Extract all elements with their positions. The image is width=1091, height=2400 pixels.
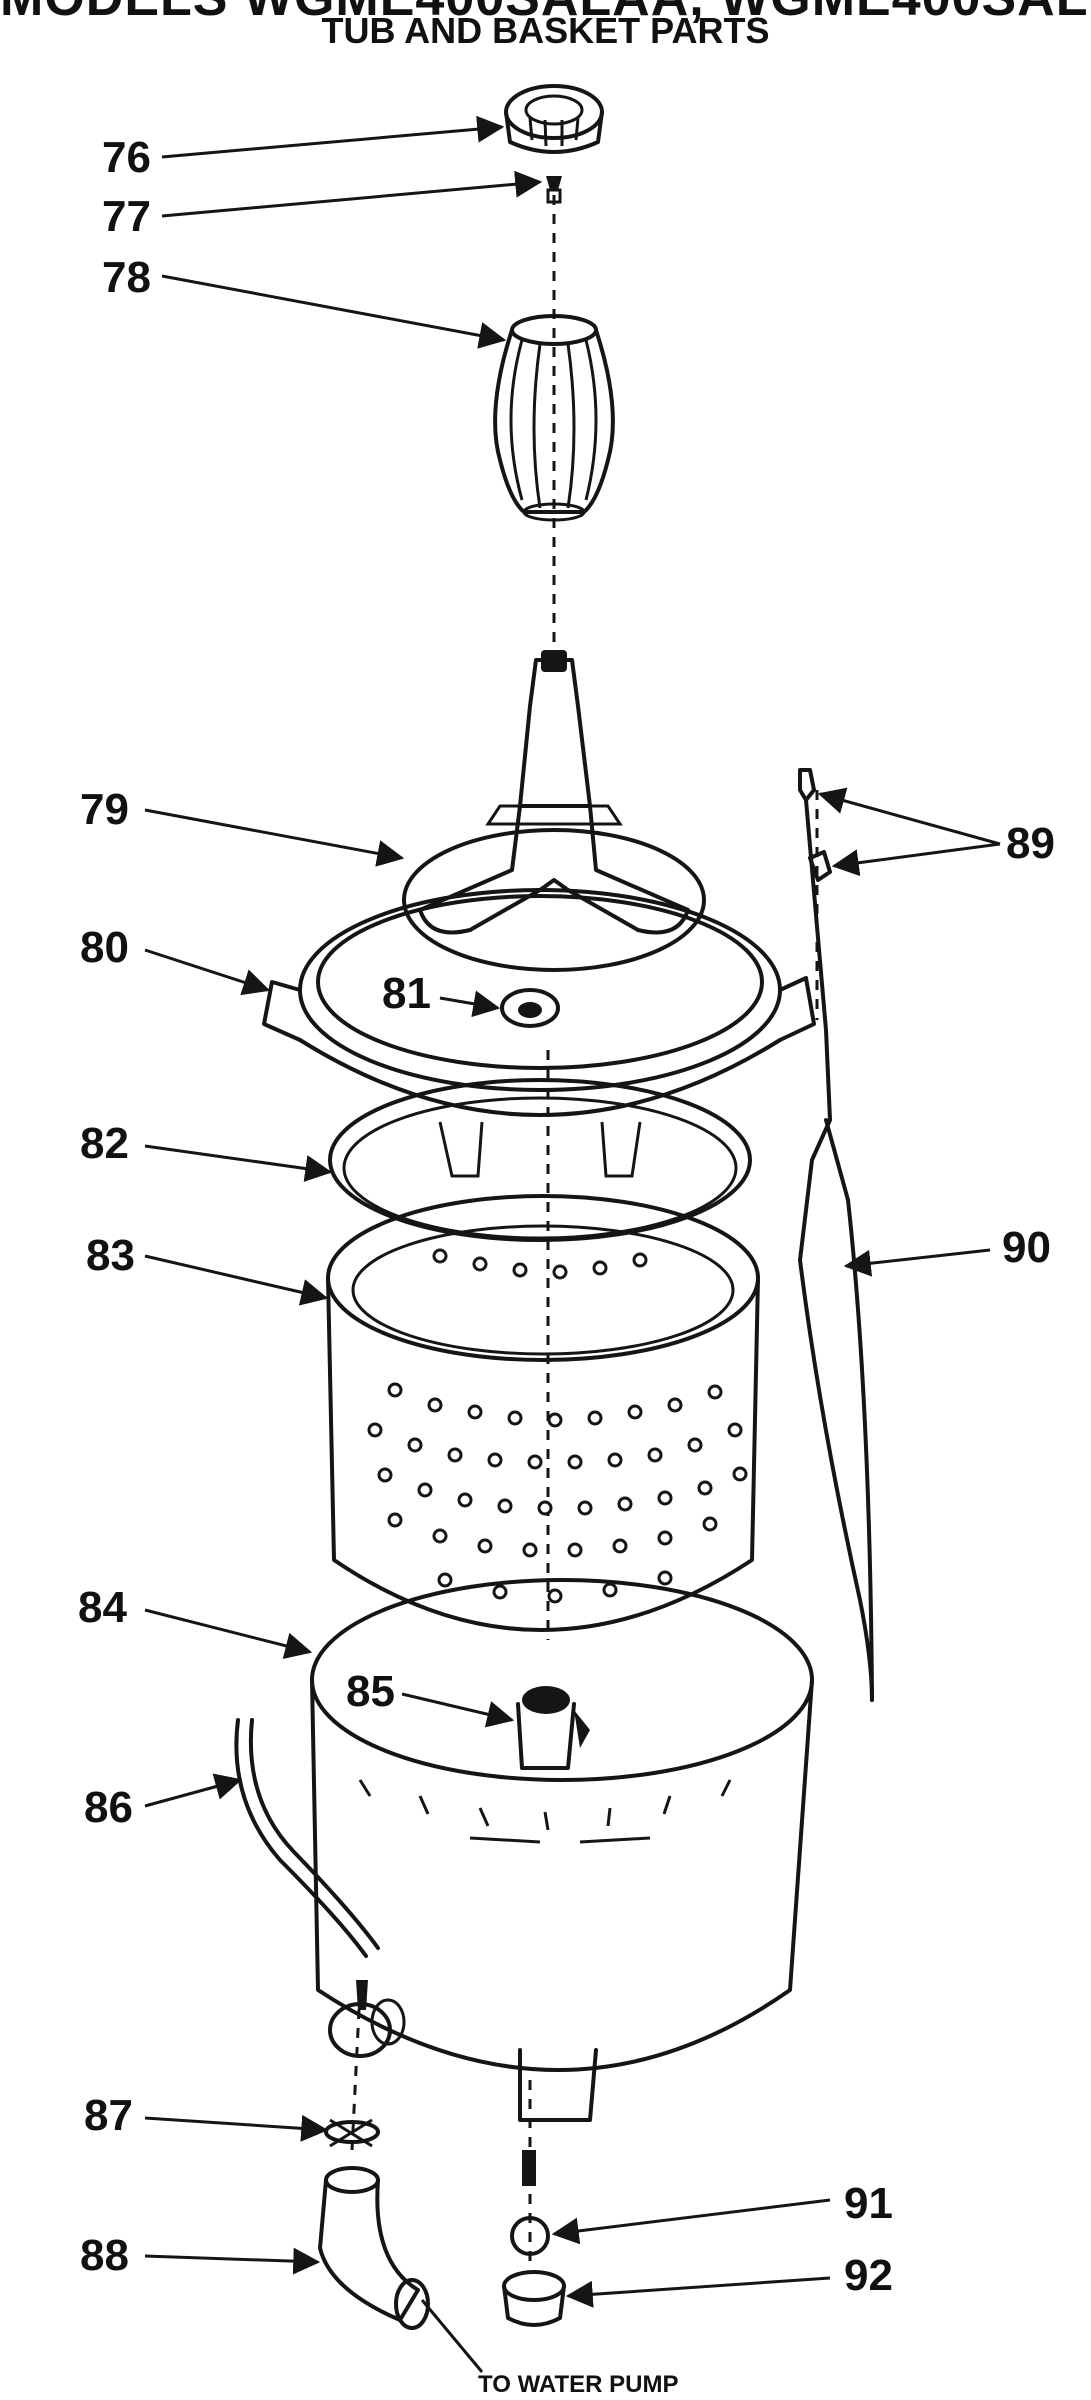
agitator-cap-part — [504, 84, 604, 154]
callout-76: 76 — [102, 133, 151, 182]
splash-strap-part — [798, 798, 874, 1702]
spin-basket-part — [326, 1194, 760, 1632]
models-title: MODELS WGME400SALAA, WGME400SALWW — [0, 0, 1091, 28]
water-pump-note: TO WATER PUMP — [478, 2371, 678, 2398]
callout-77: 77 — [102, 192, 151, 241]
hose-part — [234, 1718, 380, 1958]
drain-port-part — [328, 1980, 406, 2058]
callout-88: 88 — [80, 2231, 129, 2280]
hose-clamp-part — [324, 2118, 380, 2148]
callout-92: 92 — [844, 2251, 893, 2300]
basket-nut-part — [500, 988, 560, 1028]
bolt-part — [510, 2150, 550, 2256]
callout-90: 90 — [1002, 1223, 1051, 1272]
callout-84: 84 — [78, 1583, 127, 1632]
leader-lines — [144, 115, 1001, 2373]
callout-82: 82 — [80, 1119, 129, 1168]
grommet-part — [502, 2270, 566, 2327]
callout-81: 81 — [382, 969, 431, 1018]
callout-87: 87 — [84, 2091, 133, 2140]
coupling-part — [516, 1686, 590, 1770]
callout-78: 78 — [102, 253, 151, 302]
callout-89: 89 — [1006, 819, 1055, 868]
agitator-barrel-part — [493, 314, 615, 522]
callout-85: 85 — [346, 1667, 395, 1716]
diagram-subtitle: TUB AND BASKET PARTS — [321, 10, 770, 51]
tub-cover-part — [262, 888, 816, 1117]
callout-labels: 76 77 78 79 80 81 82 83 84 85 86 87 88 8… — [78, 133, 1055, 2398]
agitator-part — [402, 650, 706, 972]
callout-79: 79 — [80, 785, 129, 834]
callout-91: 91 — [844, 2179, 893, 2228]
clip-part — [798, 768, 832, 882]
callout-86: 86 — [84, 1783, 133, 1832]
drain-hose-part — [318, 2166, 430, 2330]
cap-screw-part — [546, 176, 562, 204]
callout-80: 80 — [80, 923, 129, 972]
callout-83: 83 — [86, 1231, 135, 1280]
